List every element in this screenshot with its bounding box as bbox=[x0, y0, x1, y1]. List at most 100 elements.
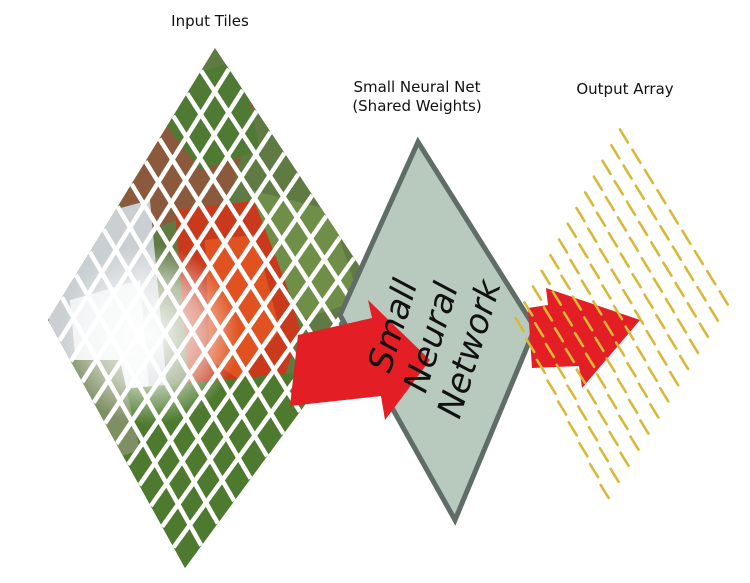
output-dash bbox=[524, 337, 536, 354]
output-dash bbox=[612, 304, 624, 321]
output-dash bbox=[618, 414, 629, 431]
output-dash bbox=[662, 261, 673, 277]
output-dash bbox=[597, 409, 608, 426]
output-dash bbox=[693, 249, 705, 266]
output-dash bbox=[573, 331, 585, 348]
output-dash bbox=[619, 451, 630, 468]
output-dash bbox=[658, 386, 670, 403]
input-tiles-label: Input Tiles bbox=[171, 12, 249, 30]
output-dash bbox=[566, 384, 577, 400]
output-dash bbox=[664, 297, 676, 314]
output-dash bbox=[551, 290, 563, 306]
output-dash bbox=[601, 159, 612, 176]
output-dash bbox=[627, 398, 639, 415]
output-dash bbox=[569, 258, 580, 275]
output-dash bbox=[686, 302, 698, 318]
output-dash bbox=[575, 368, 587, 384]
output-dash bbox=[546, 379, 557, 395]
output-dash bbox=[531, 285, 543, 301]
small-neural-net-label-line2: (Shared Weights) bbox=[352, 97, 482, 115]
output-array-label: Output Array bbox=[576, 80, 674, 98]
output-dash bbox=[708, 306, 720, 322]
output-dash bbox=[562, 311, 574, 327]
output-dash bbox=[626, 361, 637, 378]
output-dash bbox=[586, 227, 598, 243]
output-dash bbox=[571, 295, 583, 311]
output-dash bbox=[542, 306, 554, 322]
output-dash bbox=[592, 175, 604, 191]
output-dash bbox=[635, 345, 647, 362]
output-dash bbox=[544, 342, 556, 359]
output-dash bbox=[603, 320, 614, 337]
output-dash bbox=[657, 350, 668, 366]
output-dash bbox=[586, 389, 598, 405]
output-dash bbox=[540, 269, 552, 286]
output-dash bbox=[578, 243, 589, 259]
output-dash bbox=[618, 128, 630, 144]
output-dash bbox=[616, 377, 628, 394]
output-dash bbox=[655, 313, 666, 330]
output-dash bbox=[622, 164, 633, 180]
output-dash bbox=[599, 483, 610, 500]
output-dash bbox=[555, 363, 566, 380]
output-dash bbox=[652, 277, 664, 293]
output-dash bbox=[604, 195, 616, 212]
output-dash bbox=[598, 446, 610, 463]
output-dash bbox=[698, 322, 710, 339]
output-dash bbox=[643, 168, 655, 185]
output-dash bbox=[614, 341, 626, 357]
output-dash bbox=[553, 326, 565, 343]
output-dash bbox=[643, 293, 654, 309]
output-dash bbox=[549, 253, 560, 270]
output-dash bbox=[639, 419, 650, 435]
network-box bbox=[337, 136, 538, 526]
output-dash bbox=[582, 315, 594, 332]
tile-grid-line bbox=[59, 296, 204, 547]
output-dash bbox=[718, 290, 730, 306]
output-dash bbox=[610, 268, 621, 284]
output-dash bbox=[560, 274, 571, 291]
output-dash bbox=[659, 225, 670, 241]
output-dash bbox=[631, 148, 642, 165]
output-dash bbox=[634, 184, 646, 201]
output-dash bbox=[591, 300, 603, 316]
output-dash bbox=[601, 284, 612, 300]
output-dash bbox=[587, 425, 599, 442]
output-dash bbox=[681, 229, 692, 246]
output-dash bbox=[523, 301, 534, 317]
output-dash bbox=[533, 321, 545, 338]
small-neural-net-label-line1: Small Neural Net bbox=[353, 78, 481, 96]
output-dash bbox=[647, 366, 658, 382]
output-dash bbox=[619, 252, 631, 269]
output-dash bbox=[605, 357, 616, 373]
output-dash bbox=[584, 352, 596, 369]
output-dash bbox=[678, 354, 690, 371]
output-dash bbox=[609, 143, 621, 160]
output-dash bbox=[576, 405, 588, 421]
output-dash bbox=[598, 247, 610, 264]
output-dash bbox=[557, 238, 569, 254]
output-dash bbox=[622, 288, 633, 305]
output-dash bbox=[674, 281, 685, 298]
output-dash bbox=[567, 421, 579, 437]
output-dash bbox=[668, 209, 680, 225]
output-dash bbox=[564, 347, 576, 364]
output-dash bbox=[648, 403, 660, 419]
output-dash bbox=[588, 462, 600, 479]
output-dash bbox=[608, 430, 619, 447]
output-dash bbox=[628, 236, 640, 253]
output-dash bbox=[616, 216, 628, 232]
output-dash bbox=[649, 241, 661, 257]
output-dash bbox=[607, 231, 619, 248]
output-dash bbox=[514, 316, 525, 333]
output-dash bbox=[646, 204, 658, 221]
output-dash bbox=[656, 188, 667, 205]
tile-grid-line bbox=[73, 273, 220, 525]
output-dash bbox=[595, 211, 607, 228]
output-dash bbox=[609, 467, 620, 484]
output-dash bbox=[624, 325, 635, 341]
tile-grid-line bbox=[171, 277, 370, 549]
output-dash bbox=[625, 200, 637, 216]
output-dash bbox=[578, 441, 589, 458]
